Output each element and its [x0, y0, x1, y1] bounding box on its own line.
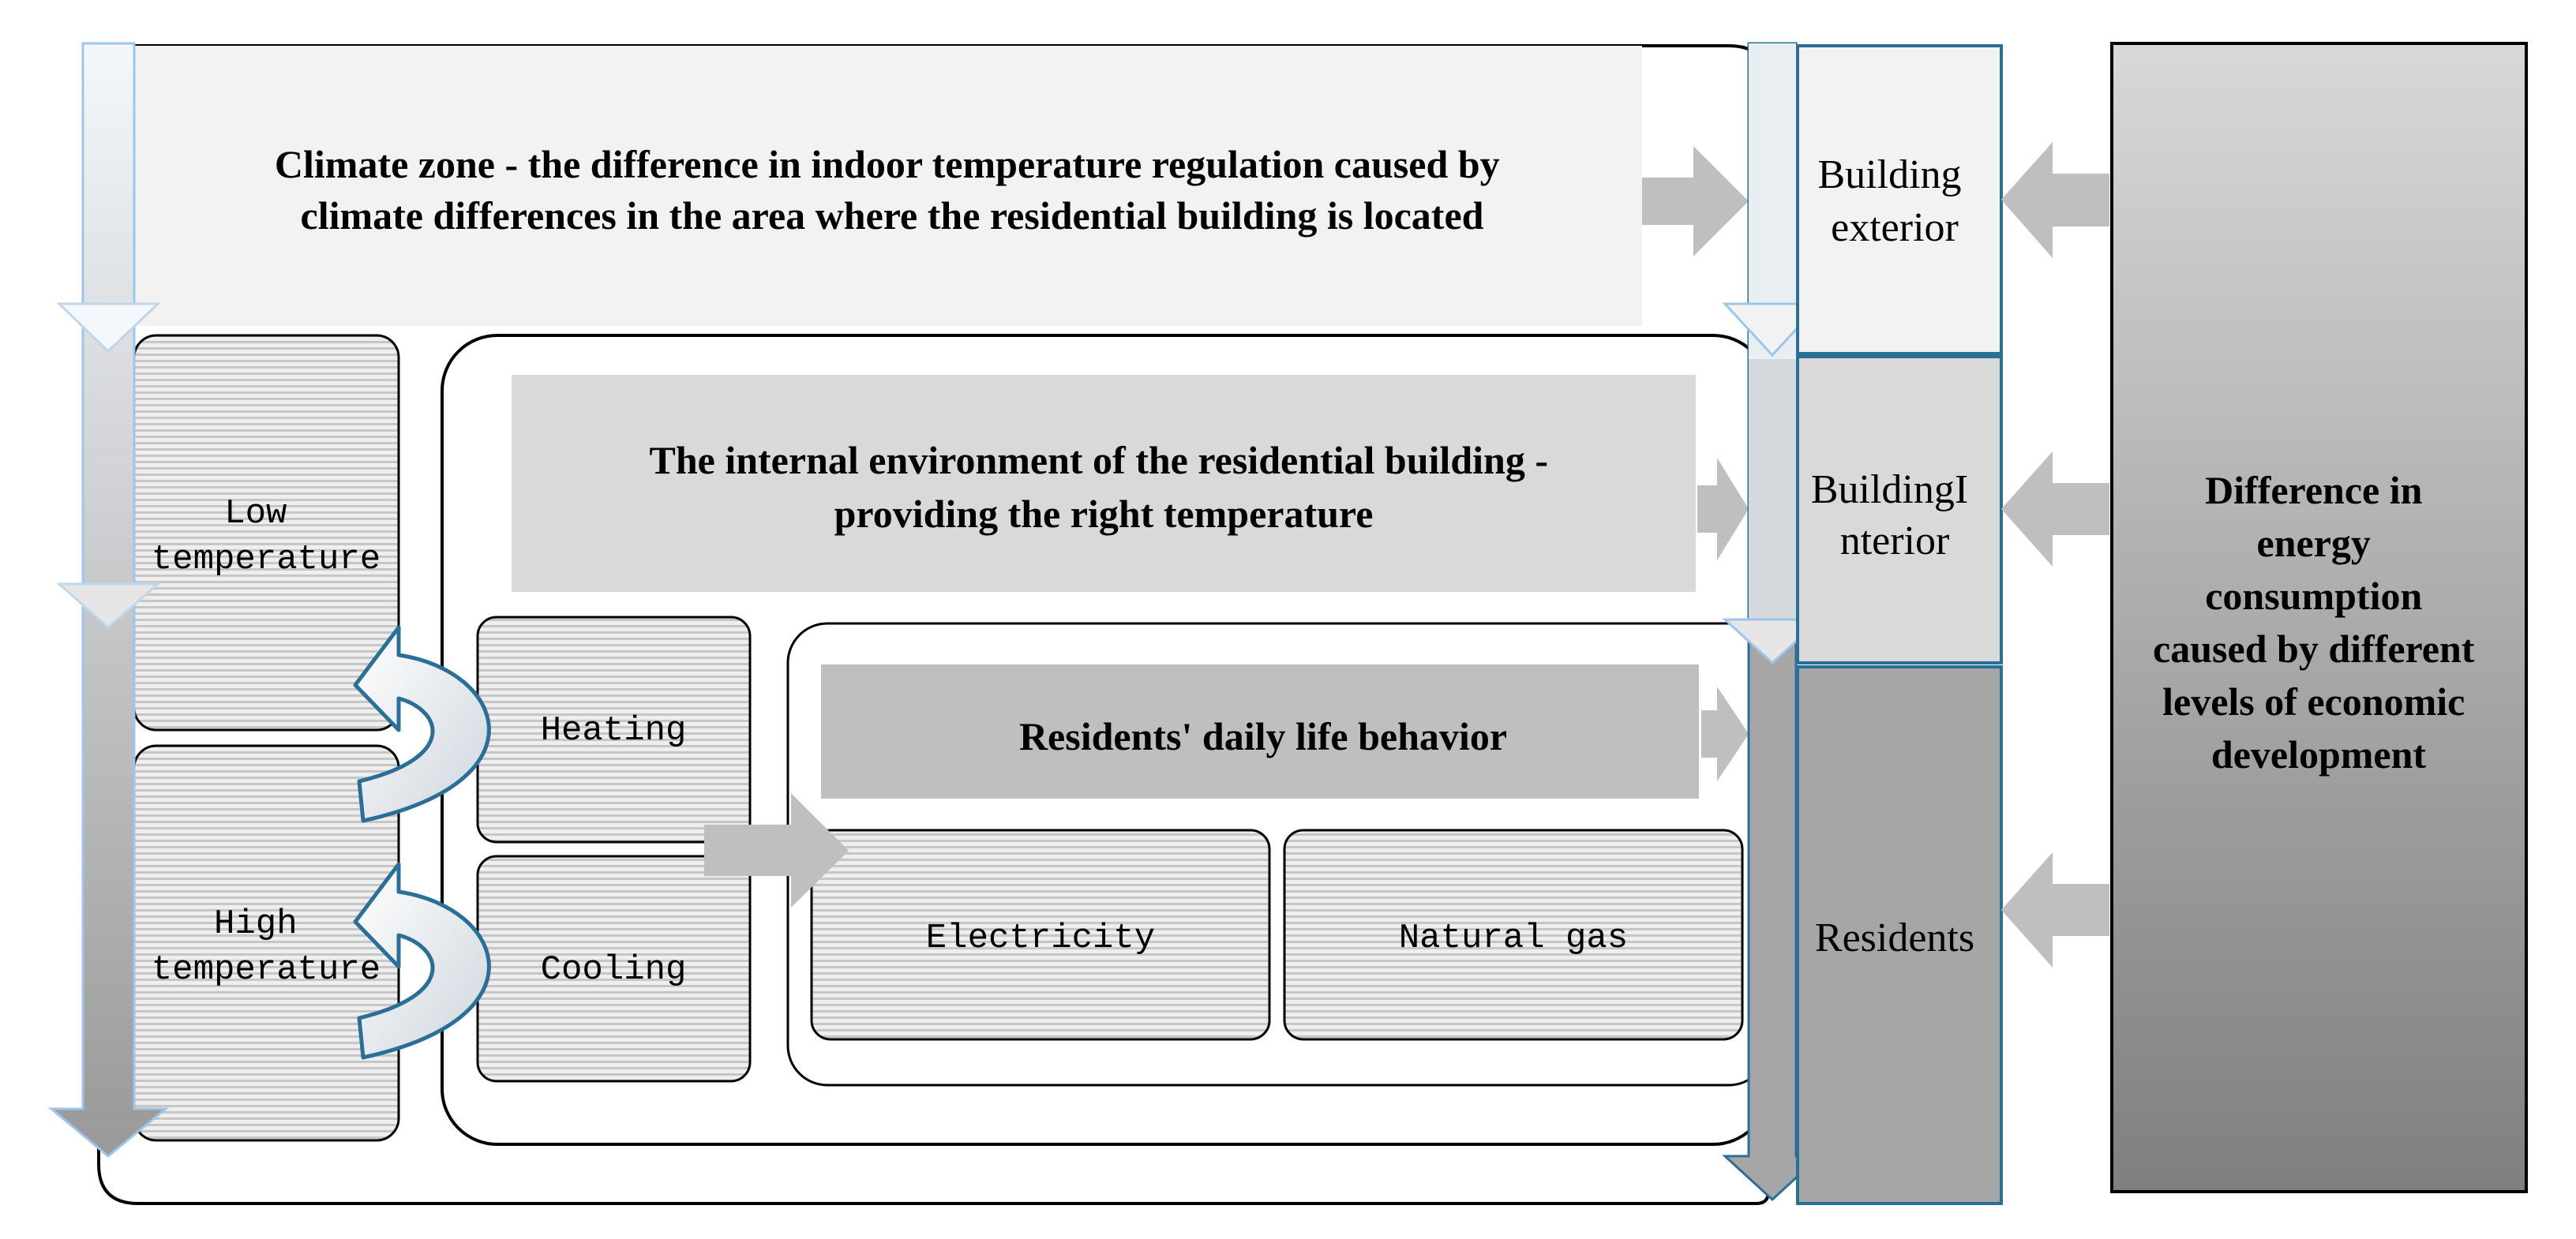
climate-to-exterior-arrow [1642, 146, 1749, 256]
high-temperature-line2: temperature [152, 950, 381, 990]
economic-line1: Difference in [2205, 468, 2423, 512]
building-exterior-label: Building exterior [1817, 152, 1971, 250]
cooling-label: Cooling [541, 950, 687, 990]
building-exterior-line1: Building [1817, 152, 1961, 197]
economic-line2: energy [2257, 521, 2371, 565]
residents-label: Residents [1815, 915, 1974, 960]
climate-zone-text: Climate zone - the difference in indoor … [275, 142, 1509, 238]
cooling-curved-arrow [353, 862, 491, 1060]
building-interior-line1: BuildingI [1811, 467, 1968, 512]
low-temperature-line1: Low [224, 494, 287, 533]
natural-gas-label: Natural gas [1399, 919, 1628, 958]
climate-zone-line1: Climate zone - the difference in indoor … [275, 142, 1500, 186]
building-exterior-line2: exterior [1831, 205, 1959, 250]
building-exterior-box [1796, 44, 2003, 355]
economic-development-box [2110, 42, 2528, 1193]
heating-label: Heating [541, 711, 687, 751]
internal-environment-line1: The internal environment of the resident… [649, 438, 1548, 482]
left-vertical-arrow [47, 42, 170, 1158]
building-interior-line2: nterior [1840, 518, 1950, 563]
heating-curved-arrow [353, 625, 491, 823]
building-interior-label: BuildingI nterior [1811, 467, 1978, 563]
economic-line5: levels of economic [2162, 679, 2465, 724]
low-temperature-line2: temperature [152, 540, 381, 579]
internal-to-interior-arrow [1697, 458, 1749, 560]
economic-to-exterior-arrow [2001, 142, 2109, 258]
building-interior-box [1796, 355, 2003, 664]
electricity-box [810, 829, 1271, 1041]
economic-development-text: Difference in energy consumption caused … [2153, 468, 2484, 777]
economic-line4: caused by different [2153, 627, 2475, 671]
natural-gas-box [1283, 829, 1744, 1041]
residents-behavior-panel [821, 664, 1699, 799]
electricity-label: Electricity [926, 919, 1155, 958]
modes-to-energy-arrow [704, 793, 849, 908]
economic-to-interior-arrow [2001, 451, 2109, 567]
internal-environment-panel [512, 375, 1696, 592]
low-temperature-label: Low temperature [152, 494, 381, 579]
economic-to-residents-arrow [2001, 852, 2109, 968]
residents-behavior-text: Residents' daily life behavior [1019, 714, 1507, 758]
economic-line6: development [2211, 732, 2427, 777]
high-temperature-line1: High [214, 904, 298, 944]
climate-zone-panel [122, 46, 1642, 326]
high-temperature-label: High temperature [152, 904, 381, 990]
internal-environment-text: The internal environment of the resident… [649, 438, 1558, 536]
behavior-to-residents-arrow [1701, 687, 1749, 781]
economic-line3: consumption [2205, 574, 2422, 618]
residents-box [1796, 665, 2003, 1205]
internal-environment-line2: providing the right temperature [834, 492, 1374, 536]
climate-zone-line2: climate differences in the area where th… [301, 193, 1484, 238]
